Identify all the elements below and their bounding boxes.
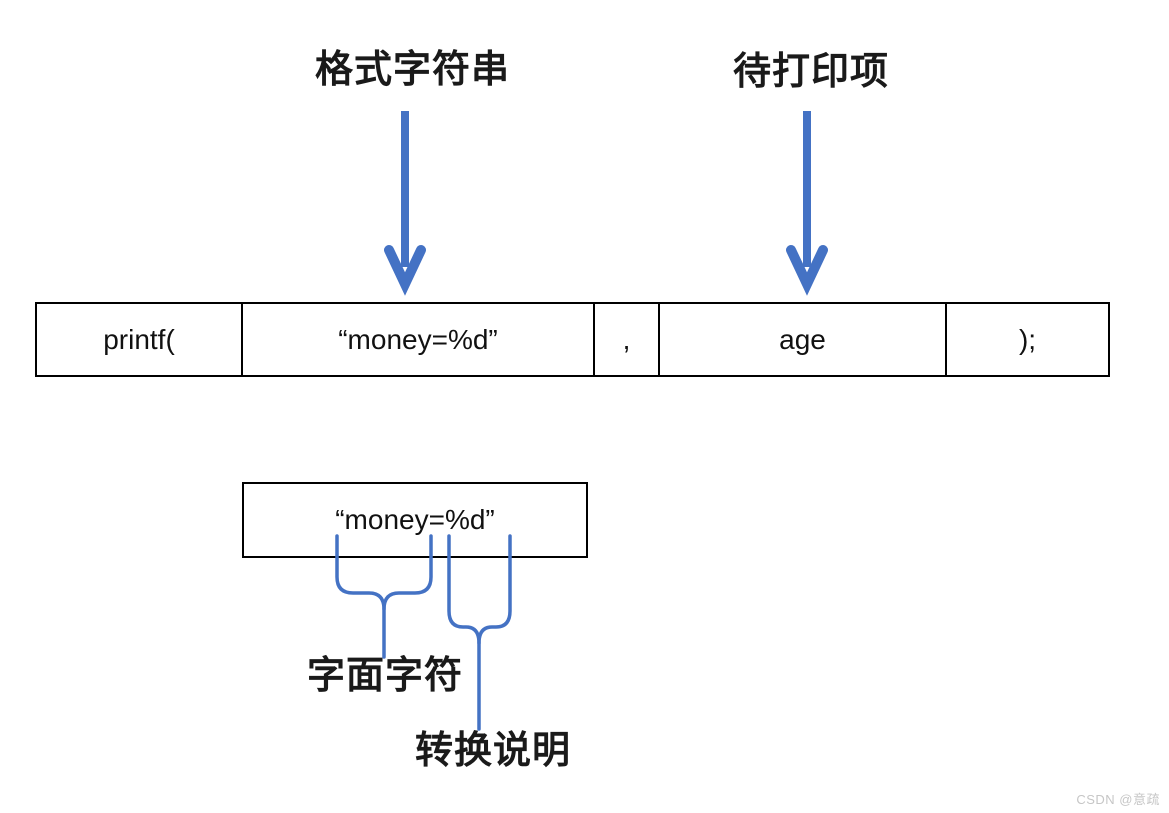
format-string-detail-box: “money=%d”: [242, 482, 588, 558]
literal-chars-label: 字面字符: [307, 655, 464, 697]
printf-statement-table: printf( “money=%d” , age );: [35, 302, 1110, 377]
item-to-print-label: 待打印项: [733, 51, 890, 93]
argument-cell: age: [660, 304, 947, 375]
conversion-spec-label: 转换说明: [415, 730, 572, 772]
arrow-head-icon: [786, 245, 828, 296]
curly-brace-icon: [447, 534, 512, 731]
format-string-label: 格式字符串: [315, 49, 511, 91]
down-arrow-icon: [384, 111, 426, 296]
brace-left-half: [447, 534, 481, 731]
format-string-text: “money=%d”: [335, 504, 495, 535]
closing-paren-cell: );: [1018, 323, 1037, 355]
arrow-head-icon: [384, 245, 426, 296]
format-string-cell: “money=%d”: [243, 304, 595, 375]
down-arrow-icon: [786, 111, 828, 296]
watermark: CSDN @意疏: [1076, 792, 1160, 807]
comma-cell: ,: [595, 304, 660, 375]
printf-keyword-cell: printf(: [37, 304, 243, 375]
